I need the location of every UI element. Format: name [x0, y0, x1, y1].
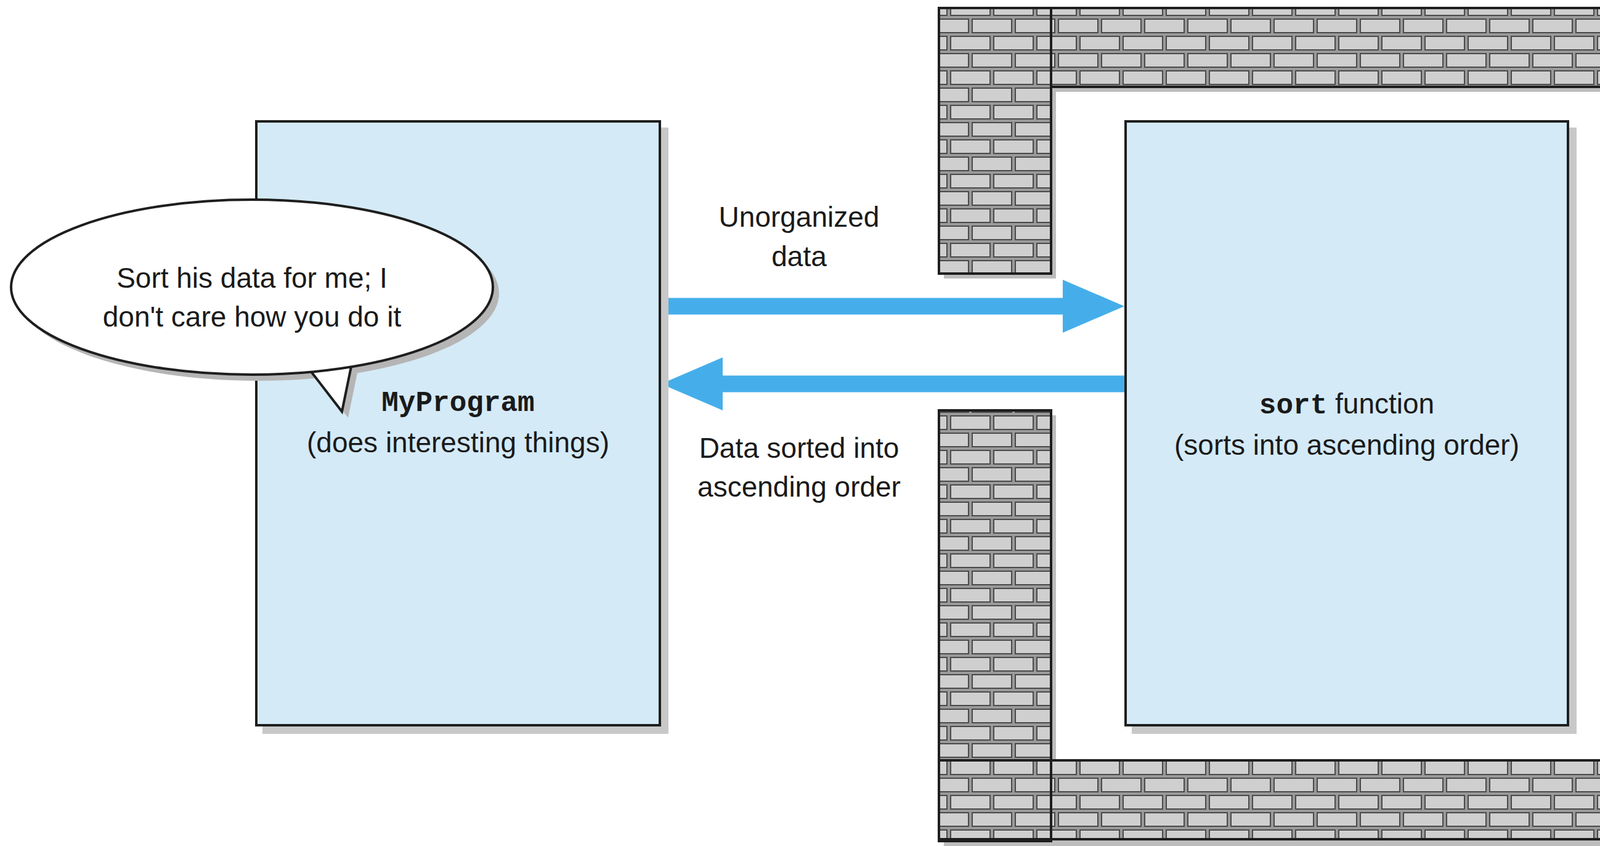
wall-bricks: [938, 8, 1600, 841]
data-arrow: [661, 357, 1126, 411]
text-group: sort function(sorts into ascending order…: [1126, 384, 1567, 466]
speech-bubble: Sort his data for me; I don't care how y…: [8, 197, 496, 378]
node-title: MyProgram: [257, 384, 659, 424]
arrow-label: Unorganized data: [689, 196, 910, 278]
function-box: sort function(sorts into ascending order…: [1124, 120, 1570, 727]
node-subtitle: (sorts into ascending order): [1126, 425, 1567, 465]
text-group: Sort his data for me; I don't care how y…: [8, 258, 496, 338]
node-title: Sort his data for me; I don't care how y…: [85, 258, 419, 338]
text-group: MyProgram(does interesting things): [257, 384, 659, 463]
node-subtitle: (does interesting things): [257, 423, 659, 463]
wall-joints: [1049, 8, 1053, 840]
arrow-label: Data sorted into ascending order: [689, 427, 910, 509]
data-arrow: [661, 279, 1125, 333]
node-title: sort function: [1126, 384, 1567, 426]
